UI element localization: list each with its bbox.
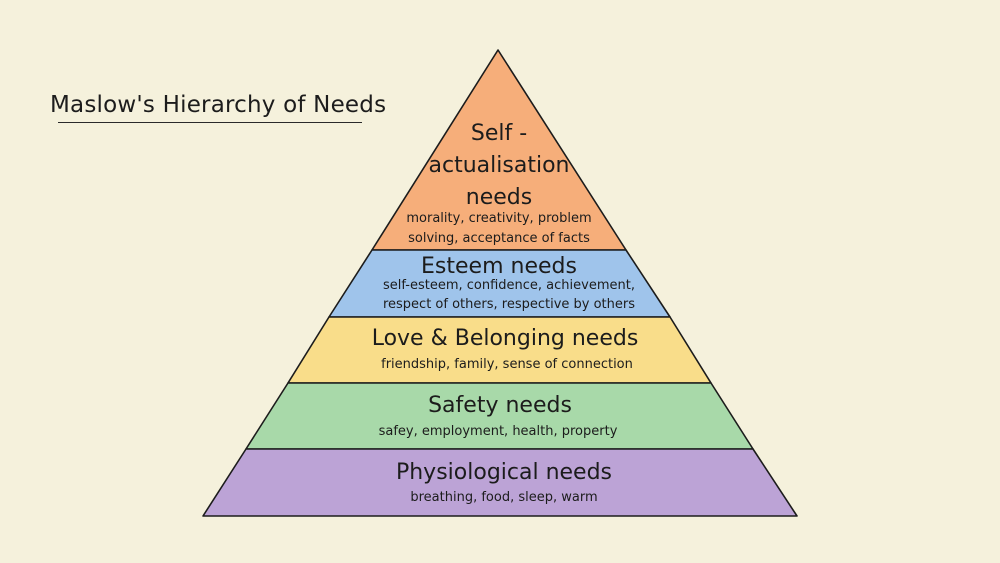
esteem-heading: Esteem needs	[421, 254, 577, 279]
esteem-desc-line1: self-esteem, confidence, achievement,	[383, 278, 635, 293]
safety-heading: Safety needs	[428, 393, 572, 418]
self-actualisation-heading-line2: actualisation	[428, 153, 570, 178]
self-actualisation-heading-line3: needs	[465, 185, 533, 210]
title-underline	[58, 122, 362, 123]
tier-physiological	[202, 448, 798, 517]
physiological-desc: breathing, food, sleep, warm	[410, 490, 598, 505]
diagram-title: Maslow's Hierarchy of Needs	[50, 92, 387, 118]
love-belonging-desc: friendship, family, sense of connection	[381, 357, 633, 372]
physiological-heading: Physiological needs	[395, 460, 613, 485]
safety-desc: safey, employment, health, property	[378, 424, 618, 439]
love-belonging-heading: Love & Belonging needs	[371, 326, 639, 351]
self-actualisation-desc-line1: morality, creativity, problem	[406, 211, 592, 226]
self-actualisation-heading-line1: Self -	[470, 121, 528, 146]
self-actualisation-desc-line2: solving, acceptance of facts	[408, 231, 590, 246]
esteem-desc-line2: respect of others, respective by others	[382, 297, 636, 312]
